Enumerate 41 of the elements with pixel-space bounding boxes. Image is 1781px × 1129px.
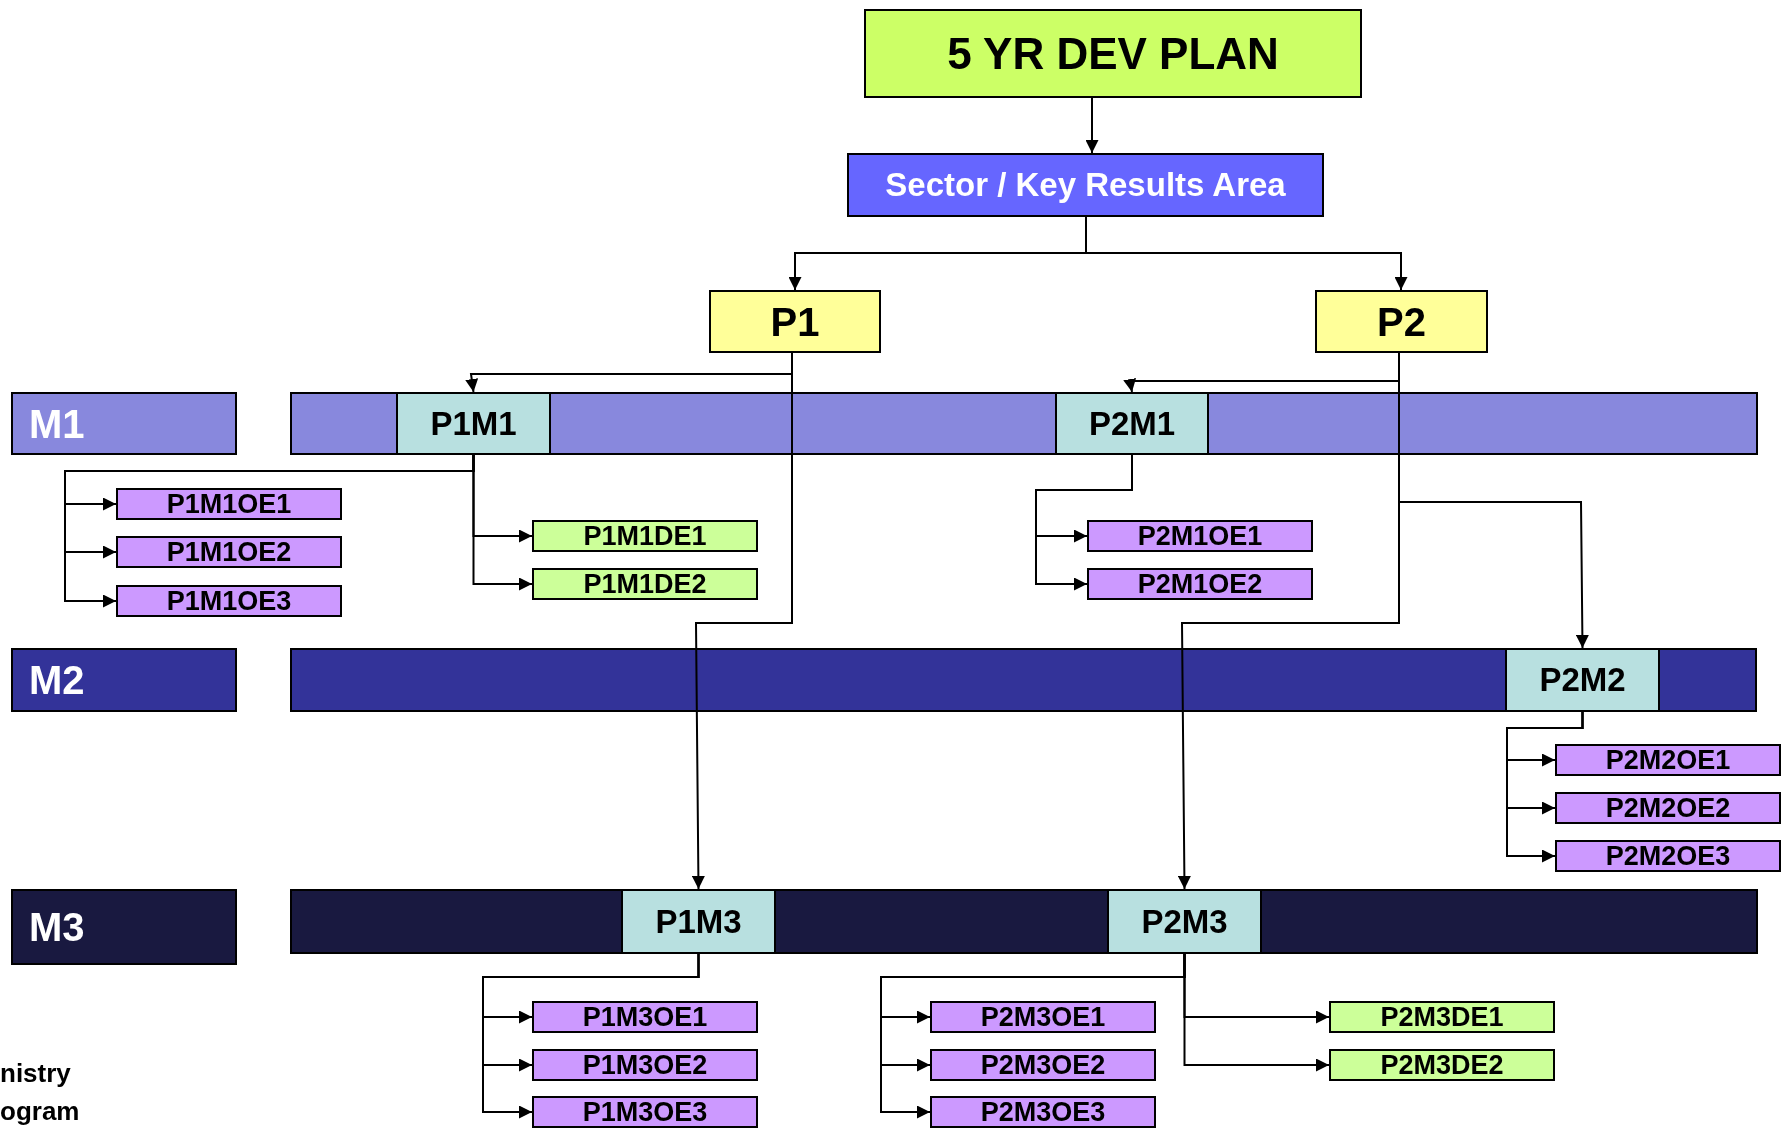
program-level-box: P2M1 xyxy=(1055,392,1209,455)
output-box: P2M3OE3 xyxy=(930,1096,1156,1128)
arrow xyxy=(1506,711,1584,863)
output-box: P2M2OE3 xyxy=(1555,840,1781,872)
deliverable-box: P2M3DE1 xyxy=(1329,1001,1555,1033)
program-box: P2 xyxy=(1315,290,1488,353)
level-label-box: M3 xyxy=(11,889,237,965)
program-box: P1 xyxy=(709,290,881,353)
output-box: P1M1OE3 xyxy=(116,585,342,617)
note-text: ogram xyxy=(0,1096,80,1127)
program-level-box: P1M1 xyxy=(396,392,551,455)
level-label-box: M1 xyxy=(11,392,237,455)
arrow xyxy=(472,454,533,591)
output-box: P2M3OE1 xyxy=(930,1001,1156,1033)
level-band xyxy=(290,392,1758,455)
output-box: P1M3OE3 xyxy=(532,1096,758,1128)
note-text: nistry xyxy=(0,1058,71,1089)
deliverable-box: P1M1DE2 xyxy=(532,568,758,600)
output-box: P2M1OE1 xyxy=(1087,520,1313,552)
output-box: P2M2OE2 xyxy=(1555,792,1781,824)
level-band xyxy=(290,648,1757,712)
output-box: P2M3OE2 xyxy=(930,1049,1156,1081)
arrow xyxy=(1183,953,1330,1072)
level-label-box: M2 xyxy=(11,648,237,712)
arrow xyxy=(1085,97,1099,154)
level-band xyxy=(290,889,1758,954)
arrow xyxy=(1035,454,1133,591)
plan-title-box: 5 YR DEV PLAN xyxy=(864,9,1362,98)
program-level-box: P1M3 xyxy=(621,889,776,954)
deliverable-box: P2M3DE2 xyxy=(1329,1049,1555,1081)
program-level-box: P2M2 xyxy=(1505,648,1660,712)
deliverable-box: P1M1DE1 xyxy=(532,520,758,552)
arrow xyxy=(482,953,700,1119)
output-box: P1M3OE1 xyxy=(532,1001,758,1033)
program-level-box: P2M3 xyxy=(1107,889,1262,954)
sector-box: Sector / Key Results Area xyxy=(847,153,1324,217)
output-box: P1M3OE2 xyxy=(532,1049,758,1081)
output-box: P1M1OE2 xyxy=(116,536,342,568)
output-box: P2M2OE1 xyxy=(1555,744,1781,776)
output-box: P2M1OE2 xyxy=(1087,568,1313,600)
output-box: P1M1OE1 xyxy=(116,488,342,520)
